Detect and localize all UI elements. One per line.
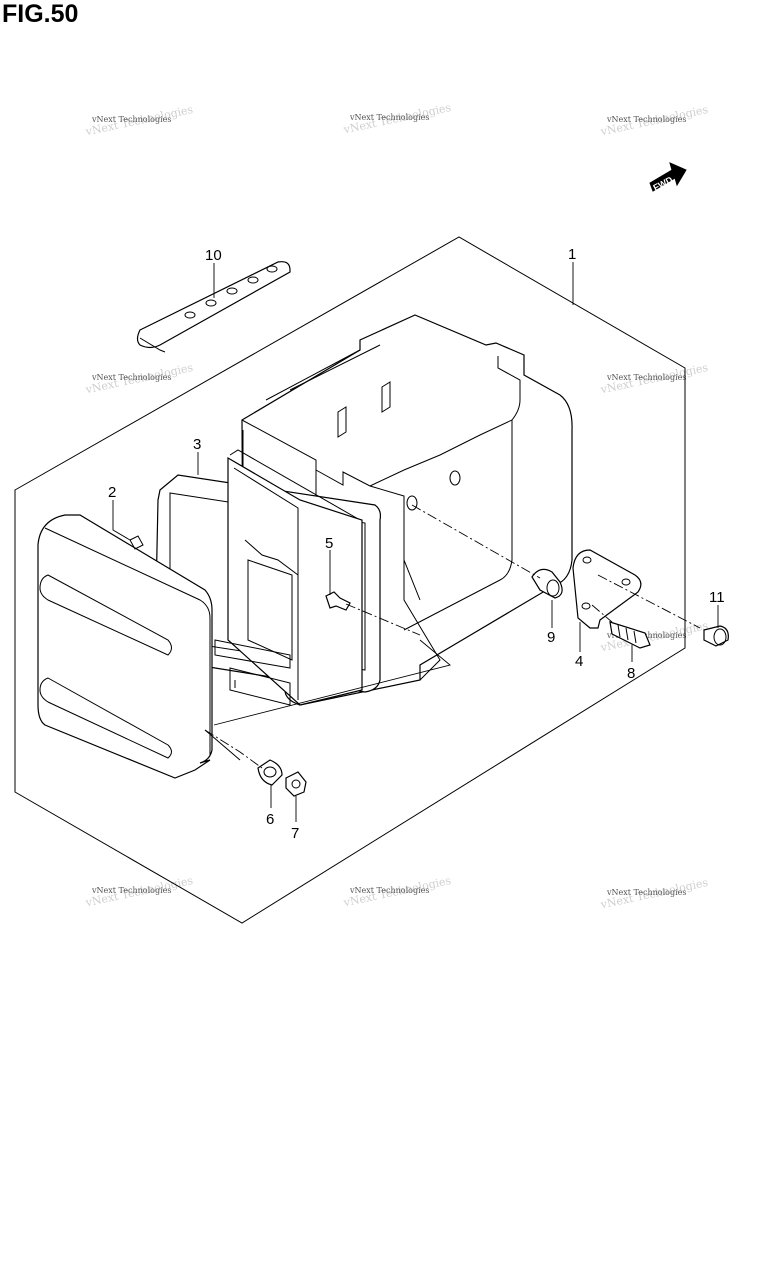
svg-text:vNext Technologies: vNext Technologies [606, 373, 686, 382]
part-4-plate [572, 549, 642, 629]
callout-3: 3 [193, 436, 201, 453]
svg-text:vNext Technologies: vNext Technologies [91, 115, 171, 124]
part-8-bolt [609, 621, 651, 649]
part-2-lens [37, 514, 241, 779]
callout-9: 9 [547, 629, 555, 646]
assembly-lines [204, 504, 701, 769]
assembly-boundary [14, 236, 686, 924]
part-11-bolt [703, 625, 729, 647]
svg-text:vNext Technologies: vNext Technologies [91, 886, 171, 895]
callout-4: 4 [575, 653, 583, 670]
fwd-arrow-icon: FWD [649, 162, 687, 193]
callout-7: 7 [291, 825, 299, 842]
svg-text:vNext Technologies: vNext Technologies [91, 373, 171, 382]
svg-text:vNext Technologies: vNext Technologies [606, 115, 686, 124]
svg-text:vNext Technologies: vNext Technologies [349, 113, 429, 122]
part-6-washer [257, 759, 283, 786]
part-7-nut [285, 771, 307, 797]
callout-5: 5 [325, 535, 333, 552]
callout-labels: 1 2 3 4 5 6 7 8 9 10 11 [108, 246, 725, 842]
callout-6: 6 [266, 811, 274, 828]
svg-text:vNext Technologies: vNext Technologies [349, 886, 429, 895]
callout-2: 2 [108, 484, 116, 501]
part-5-screw [325, 591, 351, 611]
callout-11: 11 [709, 589, 725, 606]
callout-1: 1 [568, 246, 576, 263]
callout-10: 10 [205, 247, 222, 264]
callout-8: 8 [627, 665, 635, 682]
part-10-strip [136, 261, 291, 353]
svg-text:vNext Technologies: vNext Technologies [606, 888, 686, 897]
leader-lines [112, 262, 719, 822]
part-9-grommet [531, 568, 563, 599]
figure-title: FIG.50 [2, 0, 79, 28]
